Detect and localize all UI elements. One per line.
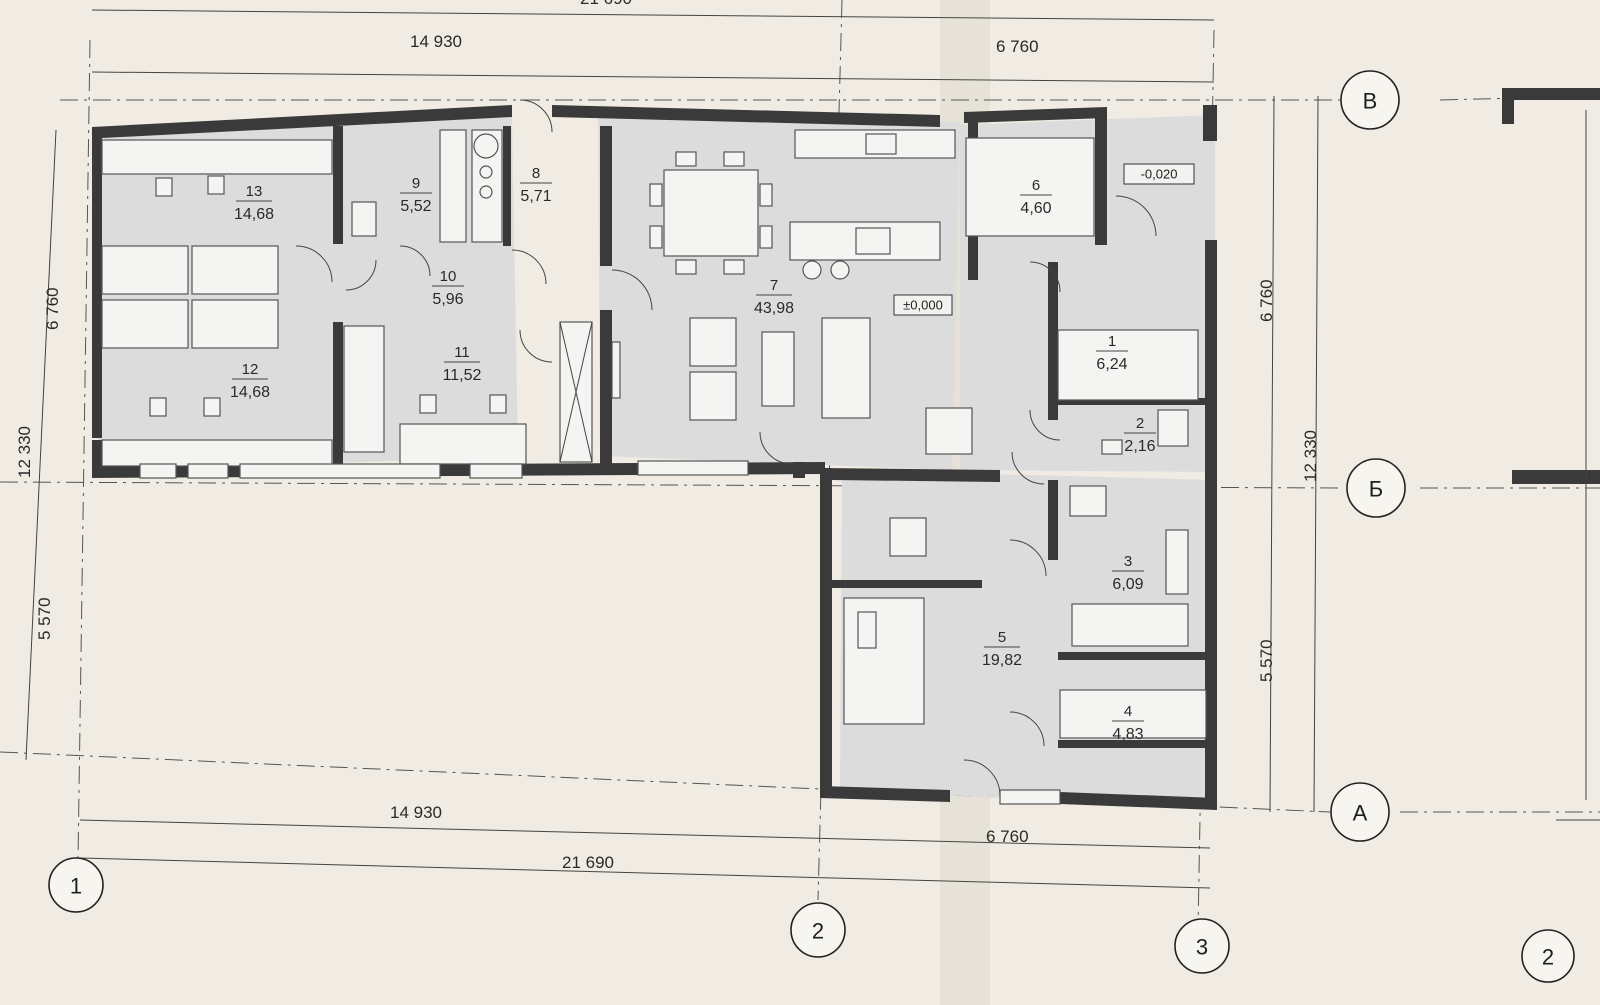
dimension-labels: 21 690 14 930 6 760 14 930 6 760 21 690 … (15, 0, 1320, 872)
axis-marker-row-b: Б (1346, 458, 1406, 518)
svg-text:5: 5 (998, 629, 1006, 646)
axis-marker-col-1: 1 (48, 857, 104, 913)
room-7: 7 43,98 (754, 277, 794, 317)
dim-bottom-right: 6 760 (986, 827, 1029, 846)
svg-text:3: 3 (1196, 935, 1208, 960)
svg-text:10: 10 (440, 268, 457, 285)
svg-text:5,96: 5,96 (432, 291, 463, 308)
svg-text:6,09: 6,09 (1112, 576, 1143, 593)
svg-text:19,82: 19,82 (982, 652, 1022, 669)
svg-text:14,68: 14,68 (234, 206, 274, 223)
room-1: 1 6,24 (1096, 333, 1128, 373)
doors (295, 99, 1157, 797)
axis-marker-row-v: В (1340, 70, 1400, 130)
dim-bottom-total: 21 690 (562, 853, 614, 872)
svg-text:12: 12 (242, 361, 259, 378)
svg-text:1: 1 (1108, 333, 1116, 350)
axis-marker-col-2-next: 2 (1521, 929, 1575, 983)
svg-text:6: 6 (1032, 177, 1040, 194)
svg-text:2: 2 (1136, 415, 1144, 432)
svg-text:Б: Б (1369, 477, 1383, 502)
level-main: ±0,000 (893, 294, 953, 316)
svg-text:В: В (1363, 89, 1378, 114)
dim-top-right: 6 760 (996, 37, 1039, 56)
svg-text:9: 9 (412, 175, 420, 192)
svg-text:2: 2 (812, 919, 824, 944)
svg-text:1: 1 (70, 874, 82, 899)
dim-left-total: 12 330 (15, 426, 34, 478)
dim-left-lower: 5 570 (35, 597, 54, 640)
room-6: 6 4,60 (1020, 177, 1052, 217)
svg-text:13: 13 (246, 183, 263, 200)
furniture (101, 129, 1207, 739)
room-labels: 13 14,68 9 5,52 8 5,71 7 43,98 6 4,60 10… (230, 165, 1156, 743)
room-4: 4 4,83 (1112, 703, 1144, 743)
windows (139, 460, 1061, 805)
axis-markers: В Б А 1 2 3 2 (48, 70, 1575, 983)
adjacent-sheet (1502, 88, 1600, 821)
dimension-lines (25, 9, 1319, 889)
svg-text:А: А (1353, 801, 1368, 826)
room-11: 11 11,52 (443, 344, 482, 384)
room-9: 9 5,52 (400, 175, 432, 215)
dim-right-upper: 6 760 (1257, 279, 1276, 322)
room-10: 10 5,96 (432, 268, 464, 308)
svg-text:4: 4 (1124, 703, 1132, 720)
room-2: 2 2,16 (1124, 415, 1156, 455)
axis-marker-col-3: 3 (1174, 918, 1230, 974)
axis-marker-col-2: 2 (790, 902, 846, 958)
room-3: 3 6,09 (1112, 553, 1144, 593)
svg-text:8: 8 (532, 165, 540, 182)
svg-text:4,60: 4,60 (1020, 200, 1051, 217)
dim-top-left: 14 930 (410, 32, 462, 51)
svg-text:-0,020: -0,020 (1141, 167, 1178, 182)
svg-text:5,52: 5,52 (400, 198, 431, 215)
room-8: 8 5,71 (520, 165, 552, 205)
dim-left-upper: 6 760 (43, 287, 62, 330)
svg-text:2,16: 2,16 (1124, 438, 1155, 455)
svg-text:3: 3 (1124, 553, 1132, 570)
svg-text:14,68: 14,68 (230, 384, 270, 401)
svg-text:2: 2 (1542, 945, 1554, 970)
svg-text:±0,000: ±0,000 (903, 298, 943, 313)
svg-text:7: 7 (770, 277, 778, 294)
svg-text:4,83: 4,83 (1112, 726, 1143, 743)
svg-text:5,71: 5,71 (520, 188, 551, 205)
dim-bottom-left: 14 930 (390, 803, 442, 822)
svg-text:11,52: 11,52 (443, 367, 482, 384)
axis-marker-row-a: А (1330, 782, 1390, 842)
level-entrance: -0,020 (1123, 163, 1195, 185)
svg-text:43,98: 43,98 (754, 300, 794, 317)
room-12: 12 14,68 (230, 361, 270, 401)
dim-top-total: 21 690 (580, 0, 632, 8)
walls (92, 105, 1217, 810)
dim-right-lower: 5 570 (1257, 639, 1276, 682)
room-5: 5 19,82 (982, 629, 1022, 669)
room-13: 13 14,68 (234, 183, 274, 223)
dim-right-total: 12 330 (1301, 430, 1320, 482)
svg-text:6,24: 6,24 (1096, 356, 1127, 373)
level-markers: ±0,000 -0,020 (893, 163, 1195, 316)
svg-text:11: 11 (454, 344, 470, 361)
